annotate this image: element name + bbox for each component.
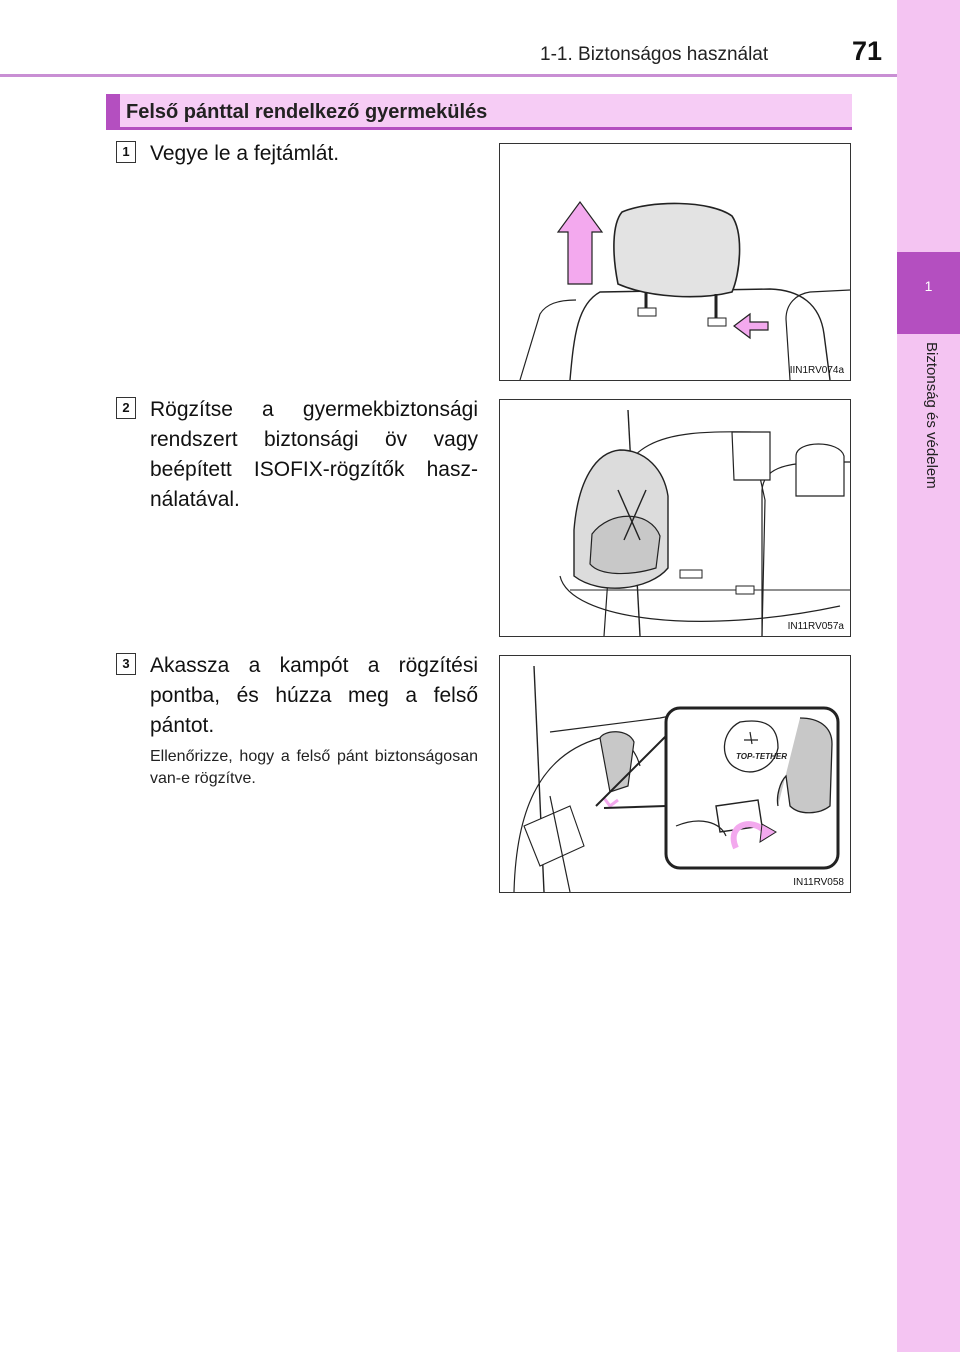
- figure-code-3: IN11RV058: [793, 877, 844, 888]
- step-2-text: Rögzítse a gyermekbiztonsági rendszert b…: [150, 398, 478, 511]
- step-1-text: Vegye le a fejtámlát.: [150, 142, 340, 165]
- figure-code-2: IN11RV057a: [787, 621, 844, 632]
- header-section-ref: 1-1. Biztonságos használat: [540, 44, 769, 65]
- step-3-text: Akassza a kampót a rögzítési pontba, és …: [150, 654, 478, 737]
- step-3-badge: 3: [116, 653, 136, 675]
- figure-child-seat-install: IN11RV057a: [499, 399, 851, 637]
- chapter-side-strip: [897, 0, 960, 1352]
- figure-remove-headrest: IIN1RV074a: [499, 143, 851, 381]
- header-divider: [0, 74, 897, 77]
- chapter-title: Biztonság és védelem: [923, 342, 940, 489]
- step-1-badge: 1: [116, 141, 136, 163]
- section-bar-accent: [106, 94, 120, 130]
- figure-code-1: IIN1RV074a: [789, 365, 844, 376]
- section-title-bar: [106, 94, 852, 130]
- chapter-number: 1: [924, 278, 933, 294]
- figure-top-tether: TOP-TETHER IN11RV058: [499, 655, 851, 893]
- headrest-illustration: [519, 200, 850, 380]
- child-seat-illustration: [559, 409, 850, 636]
- section-title: Felső pánttal rendelkező gyermekülés: [126, 101, 488, 123]
- top-tether-illustration: TOP-TETHER: [513, 665, 840, 892]
- step-3-note: Ellenőrizze, hogy a felső pánt biz­tonsá…: [150, 748, 478, 787]
- page-number: 71: [852, 36, 883, 66]
- step-2-badge: 2: [116, 397, 136, 419]
- top-tether-mark-label: TOP-TETHER: [736, 752, 787, 761]
- chapter-tab-active[interactable]: [897, 252, 960, 334]
